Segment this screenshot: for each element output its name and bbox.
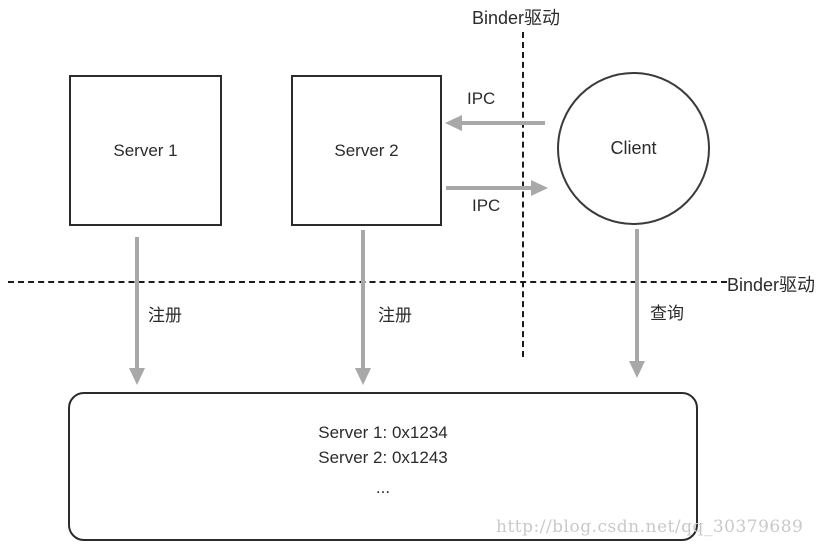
query-client-label: 查询 [650,304,684,323]
register-server2-label: 注册 [378,306,412,325]
register-arrow-server2-head-icon [355,368,371,385]
server1-node: Server 1 [69,75,222,226]
ipc-arrow-server2-to-client-head-icon [531,180,548,196]
ipc-top-label: IPC [467,89,496,108]
binder-driver-right-label: Binder驱动 [727,275,816,295]
watermark-url: http://blog.csdn.net/qq_30379689 [496,517,804,537]
ipc-arrow-server2-to-client-shaft [446,186,532,190]
ipc-arrow-client-to-server2-shaft [461,121,545,125]
client-label: Client [610,138,657,158]
register-arrow-server1-head-icon [129,368,145,385]
binder-driver-horizontal-boundary-line [8,281,727,283]
service-table-row: Server 2: 0x1243 [318,448,448,467]
query-arrow-client-head-icon [629,361,645,378]
server1-label: Server 1 [113,140,178,160]
service-table-ellipsis: ... [375,478,391,497]
ipc-arrow-client-to-server2-head-icon [445,115,462,131]
register-server1-label: 注册 [148,306,182,325]
ipc-bottom-label: IPC [472,196,501,215]
server2-node: Server 2 [291,75,442,226]
binder-driver-vertical-boundary-line [522,32,524,357]
register-arrow-server1-shaft [135,237,139,368]
service-table-row: Server 1: 0x1234 [318,423,448,442]
client-node: Client [557,72,710,225]
service-manager-table: Server 1: 0x1234 Server 2: 0x1243 ... [68,392,698,541]
register-arrow-server2-shaft [361,230,365,368]
query-arrow-client-shaft [635,229,639,361]
binder-driver-top-label: Binder驱动 [472,8,561,28]
server2-label: Server 2 [334,140,399,160]
